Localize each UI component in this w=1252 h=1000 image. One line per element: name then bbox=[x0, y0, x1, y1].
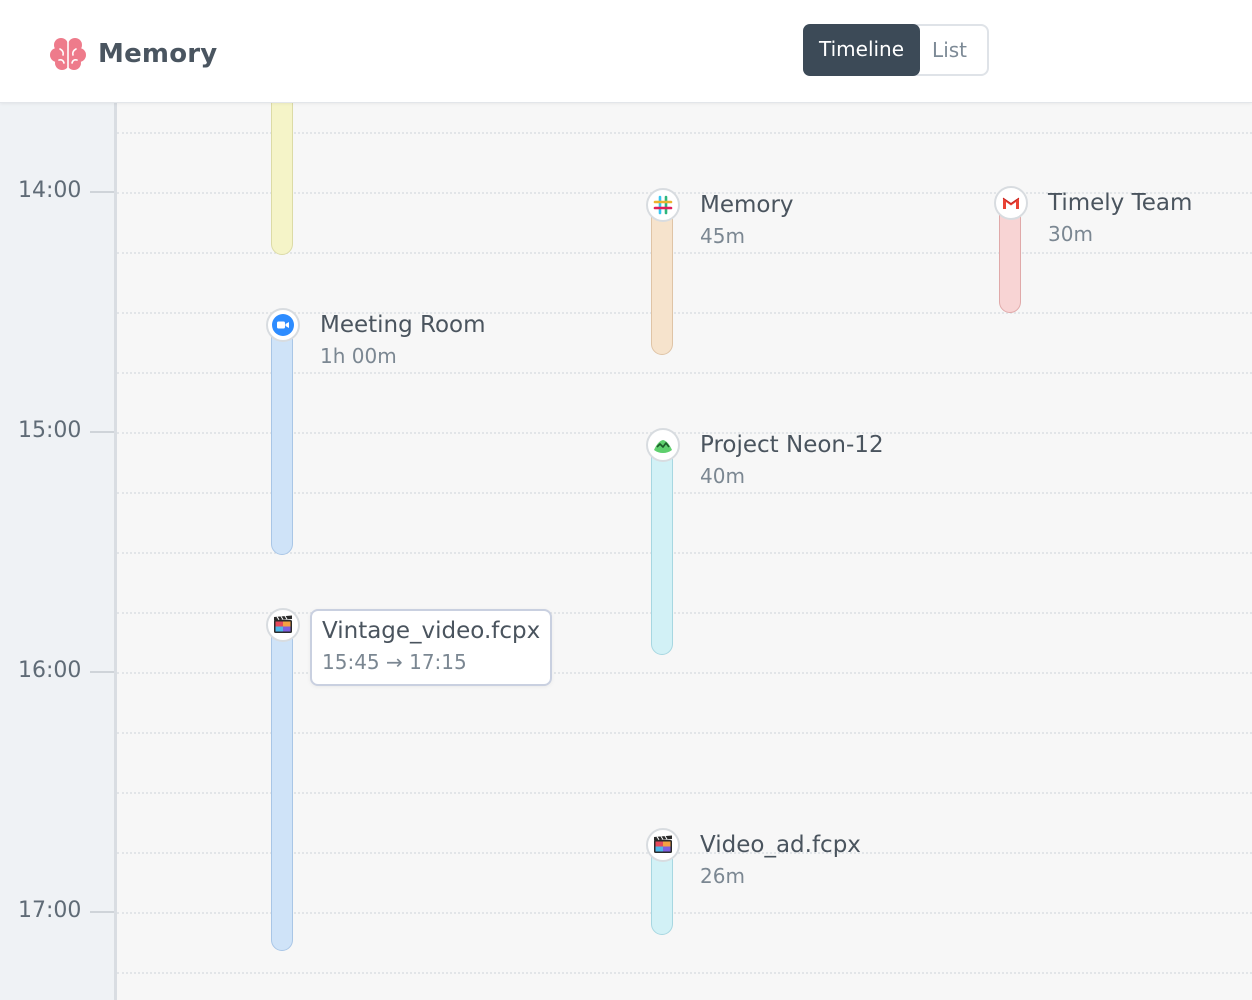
event-duration-project-neon: 40m bbox=[700, 464, 745, 488]
grid-line bbox=[117, 912, 1252, 914]
event-bar-meeting-room[interactable] bbox=[271, 322, 293, 555]
event-title-timely-team[interactable]: Timely Team bbox=[1048, 190, 1193, 216]
event-title-project-neon[interactable]: Project Neon-12 bbox=[700, 432, 884, 458]
time-tick bbox=[90, 431, 114, 433]
time-tick bbox=[90, 911, 114, 913]
grid-line bbox=[117, 132, 1252, 134]
time-tick bbox=[90, 191, 114, 193]
grid-line bbox=[117, 732, 1252, 734]
grid-line bbox=[117, 252, 1252, 254]
app-name: Memory bbox=[98, 39, 218, 69]
event-duration-meeting-room: 1h 00m bbox=[320, 344, 397, 368]
grid-line bbox=[117, 672, 1252, 674]
event-title-vintage-video[interactable]: Vintage_video.fcpx bbox=[322, 618, 541, 644]
event-bar-project-neon[interactable] bbox=[651, 442, 673, 655]
gmail-icon bbox=[994, 186, 1028, 220]
slack-icon bbox=[646, 188, 680, 222]
grid-line bbox=[117, 372, 1252, 374]
grid-line bbox=[117, 492, 1252, 494]
grid-line bbox=[117, 792, 1252, 794]
grid-line bbox=[117, 972, 1252, 974]
time-label-1600: 16:00 bbox=[18, 658, 82, 683]
event-title-video-ad[interactable]: Video_ad.fcpx bbox=[700, 832, 861, 858]
grid-line bbox=[117, 312, 1252, 314]
final-cut-pro-icon bbox=[266, 608, 300, 642]
brain-icon bbox=[50, 38, 86, 70]
time-tick bbox=[90, 671, 114, 673]
event-duration-memory: 45m bbox=[700, 224, 745, 248]
final-cut-pro-icon bbox=[646, 828, 680, 862]
view-toggle: Timeline List bbox=[803, 24, 990, 76]
time-gutter bbox=[0, 102, 117, 1000]
event-tooltip-vintage-video bbox=[310, 609, 552, 686]
timeline-view-button[interactable]: Timeline bbox=[803, 24, 921, 76]
list-view-button[interactable]: List bbox=[932, 38, 968, 62]
brand[interactable]: Memory bbox=[48, 34, 217, 74]
time-label-1700: 17:00 bbox=[18, 898, 82, 923]
app-header: Memory Timeline List bbox=[0, 0, 1252, 103]
event-title-memory[interactable]: Memory bbox=[700, 192, 794, 218]
grid-line bbox=[117, 852, 1252, 854]
grid-line bbox=[117, 552, 1252, 554]
event-duration-video-ad: 26m bbox=[700, 864, 745, 888]
event-bar-memory[interactable] bbox=[651, 202, 673, 355]
event-duration-timely-team: 30m bbox=[1048, 222, 1093, 246]
grid-line bbox=[117, 612, 1252, 614]
event-title-meeting-room[interactable]: Meeting Room bbox=[320, 312, 486, 338]
time-label-1500: 15:00 bbox=[18, 418, 82, 443]
event-range-vintage-video: 15:45 → 17:15 bbox=[322, 650, 467, 674]
basecamp-icon bbox=[646, 428, 680, 462]
event-bar-untitled[interactable] bbox=[271, 90, 293, 255]
zoom-video-icon bbox=[266, 308, 300, 342]
grid-line bbox=[117, 192, 1252, 194]
grid-line bbox=[117, 432, 1252, 434]
event-bar-vintage-video[interactable] bbox=[271, 622, 293, 951]
time-label-1400: 14:00 bbox=[18, 178, 82, 203]
